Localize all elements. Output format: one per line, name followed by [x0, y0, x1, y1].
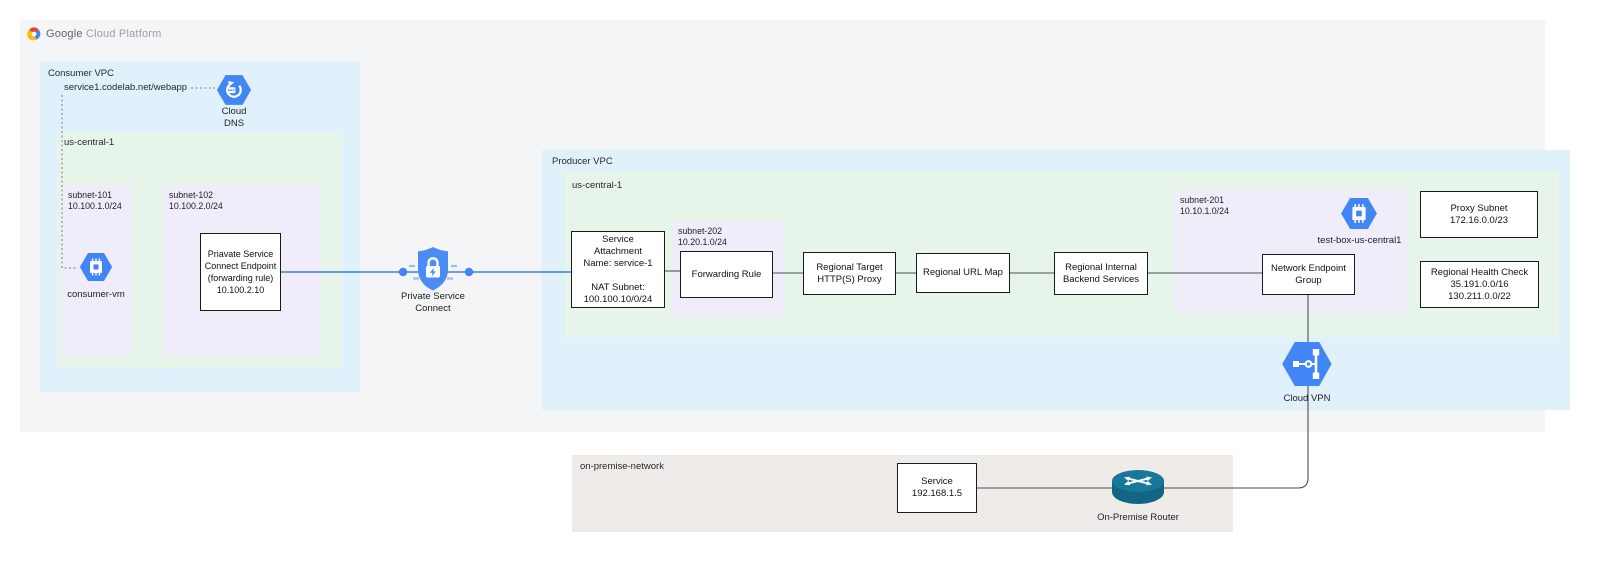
- subnet-101-cidr: 10.100.1.0/24: [68, 201, 122, 211]
- gcp-logo: Google Cloud Platform: [27, 27, 162, 41]
- proxy-subnet-box: Proxy Subnet 172.16.0.0/23: [1420, 191, 1538, 238]
- on-premise-router-icon: [1112, 470, 1164, 504]
- subnet-202-cidr: 10.20.1.0/24: [678, 237, 727, 247]
- consumer-vm-label: consumer-vm: [67, 289, 125, 300]
- on-premise-router-label: On-Premise Router: [1097, 512, 1179, 523]
- psc-endpoint-box: Priavate Service Connect Endpoint (forwa…: [200, 233, 281, 311]
- cloud-vpn-label: Cloud VPN: [1283, 393, 1331, 404]
- google-cloud-logo-icon: [27, 27, 41, 41]
- brand-cloud-platform: Cloud Platform: [85, 28, 162, 40]
- private-service-connect-label: Private Service Connect: [401, 291, 465, 314]
- consumer-vpc-label: Consumer VPC: [48, 68, 114, 79]
- subnet-201-name: subnet-201: [1180, 195, 1225, 205]
- test-box-label: test-box-us-central1: [1317, 235, 1402, 246]
- service-attachment-box: Service Attachment Name: service-1 NAT S…: [571, 231, 665, 308]
- regional-health-check-box: Regional Health Check 35.191.0.0/16 130.…: [1420, 261, 1539, 308]
- cloud-dns-label: Cloud DNS: [221, 106, 247, 129]
- on-premise-service-box: Service 192.168.1.5: [897, 463, 977, 513]
- regional-target-proxy-box: Regional Target HTTP(S) Proxy: [803, 252, 896, 295]
- test-box-vm-icon: [1341, 197, 1377, 230]
- subnet-202-name: subnet-202: [678, 226, 723, 236]
- brand-google: Google: [46, 28, 83, 40]
- cloud-dns-icon: [216, 75, 252, 105]
- subnet-101-name: subnet-101: [68, 190, 113, 200]
- consumer-region-label: us-central-1: [64, 137, 115, 148]
- regional-url-map-box: Regional URL Map: [916, 253, 1010, 293]
- subnet-102-name: subnet-102: [169, 190, 214, 200]
- producer-region-label: us-central-1: [572, 180, 623, 191]
- private-service-connect-icon: [398, 247, 474, 291]
- network-endpoint-group-box: Network Endpoint Group: [1262, 254, 1355, 295]
- subnet-102-cidr: 10.100.2.0/24: [169, 201, 223, 211]
- cloud-vpn-icon: [1282, 342, 1332, 386]
- subnet-201-cidr: 10.10.1.0/24: [1180, 206, 1229, 216]
- on-premise-network-label: on-premise-network: [580, 461, 664, 472]
- forwarding-rule-box: Forwarding Rule: [680, 251, 773, 298]
- consumer-vm-icon: [79, 252, 113, 282]
- brand-text: Google Cloud Platform: [46, 28, 162, 40]
- dns-record-label: service1.codelab.net/webapp: [64, 82, 188, 93]
- regional-backend-services-box: Regional Internal Backend Services: [1054, 252, 1148, 295]
- producer-vpc-label: Producer VPC: [552, 156, 613, 167]
